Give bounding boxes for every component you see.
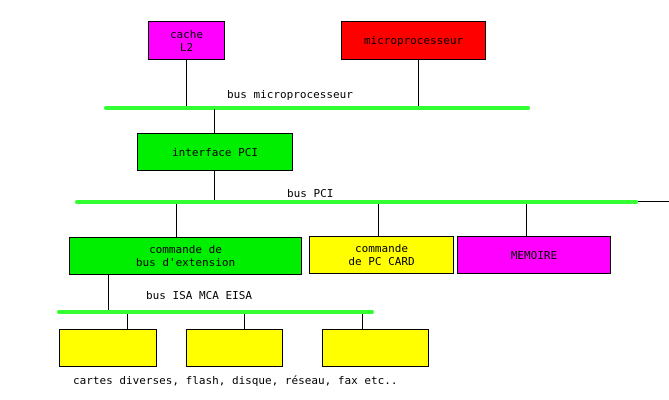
- pci-to-pc-card: [378, 204, 379, 236]
- isa-to-card-3: [362, 314, 363, 329]
- isa-to-card-1: [127, 314, 128, 329]
- pci-bus-extension: [638, 201, 669, 202]
- microprocessor-box: microprocesseur: [341, 21, 486, 60]
- expansion-card-3: [322, 329, 429, 367]
- isa-to-card-2: [244, 314, 245, 329]
- isa-bus-label: bus ISA MCA EISA: [146, 289, 252, 302]
- pci-to-ext-cmd: [176, 204, 177, 237]
- cpu-bus-line: [104, 106, 530, 110]
- pci-bus-line: [75, 200, 638, 204]
- interface-to-pci-bus: [214, 171, 215, 201]
- ext-cmd-to-isa-bus: [108, 275, 109, 311]
- pc-card-command-box: commande de PC CARD: [309, 236, 454, 274]
- pci-interface-box: interface PCI: [137, 133, 293, 171]
- pci-to-memory: [526, 204, 527, 236]
- footer-caption: cartes diverses, flash, disque, réseau, …: [73, 374, 398, 387]
- pci-bus-label: bus PCI: [287, 187, 334, 200]
- cache-l2-box: cache L2: [148, 21, 225, 60]
- cpu-connector: [418, 60, 419, 107]
- cpu-bus-to-interface: [214, 109, 215, 133]
- extension-bus-command-box: commande de bus d'extension: [69, 237, 302, 275]
- expansion-card-1: [59, 329, 157, 367]
- cache-connector: [186, 60, 187, 107]
- isa-bus-line: [57, 310, 374, 314]
- expansion-card-2: [186, 329, 283, 367]
- memory-box: MEMOIRE: [457, 236, 611, 274]
- cpu-bus-label: bus microprocesseur: [227, 88, 353, 101]
